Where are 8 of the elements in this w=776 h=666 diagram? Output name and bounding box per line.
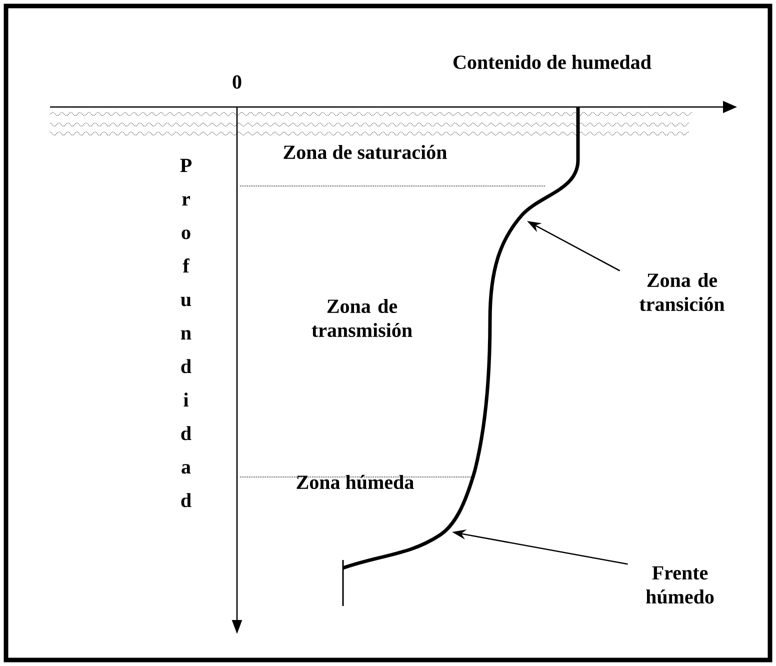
axis-label: Contenido de humedad	[454, 54, 652, 70]
zone-label: Zona de saturación	[284, 144, 447, 160]
zone-label: Zona de transmisión	[312, 298, 412, 338]
zone-label: Frente húmedo	[646, 566, 714, 604]
zone-label: Zona de transición	[640, 272, 724, 312]
tick-label: 0	[232, 75, 242, 89]
axis-label: Profundidad	[180, 158, 192, 508]
zone-label: Zona húmeda	[296, 474, 414, 490]
